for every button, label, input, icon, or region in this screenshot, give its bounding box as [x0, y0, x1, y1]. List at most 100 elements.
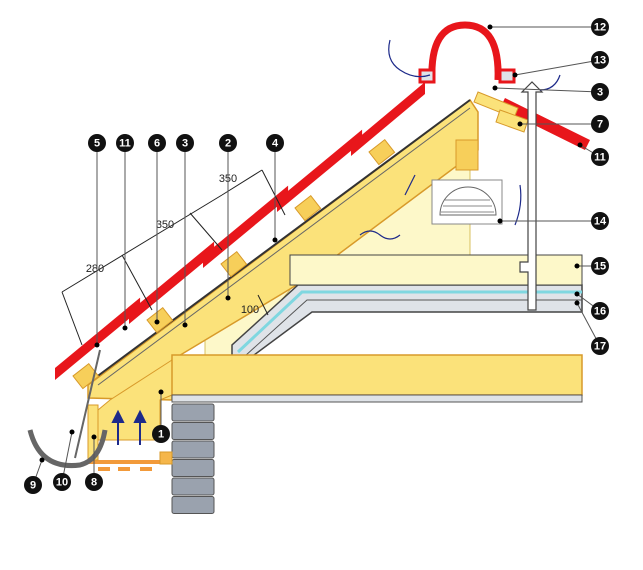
ceiling-beam — [171, 354, 583, 396]
leader-dot — [497, 218, 503, 224]
wall-plate — [159, 451, 173, 465]
leader-dot — [69, 429, 75, 435]
roof-tile — [55, 297, 141, 380]
leader-dot — [512, 72, 518, 78]
leader-dot — [122, 325, 128, 331]
brick — [171, 477, 215, 496]
airflow-arrows — [111, 39, 561, 445]
ceiling-layers — [231, 284, 583, 359]
callout-number: 5 — [94, 138, 100, 150]
callout-number: 3 — [182, 138, 188, 150]
callout-marker — [24, 476, 42, 494]
leader-dot — [574, 291, 580, 297]
callout-marker — [148, 134, 166, 152]
leader-dot — [225, 295, 231, 301]
leader-dot — [492, 85, 498, 91]
brick — [171, 496, 215, 514]
brick — [171, 459, 215, 477]
callout-marker — [591, 302, 609, 320]
callout-number: 7 — [597, 119, 603, 131]
gutter — [27, 429, 108, 469]
soffit — [88, 460, 168, 464]
tile-batten — [146, 306, 174, 334]
callout-marker — [591, 115, 609, 133]
callout-marker — [152, 425, 170, 443]
leader-dot — [574, 300, 580, 306]
callout-marker — [591, 83, 609, 101]
leader-dot — [517, 121, 523, 127]
layer-line — [244, 299, 582, 357]
tile-battens — [72, 138, 396, 390]
callout-marker — [116, 134, 134, 152]
dimension-lines — [61, 169, 286, 346]
leader-dot — [182, 322, 188, 328]
ridge-cap — [428, 21, 502, 81]
membrane-line — [97, 107, 471, 386]
brick-wall — [171, 403, 215, 514]
roof-tile — [277, 129, 363, 212]
callout-number: 4 — [272, 138, 279, 150]
tile-batten — [220, 250, 248, 278]
callout-marker — [591, 212, 609, 230]
leader-dot — [577, 142, 583, 148]
leader-dot — [574, 263, 580, 269]
roof-tile — [129, 241, 215, 324]
roof-tiles — [55, 82, 425, 380]
callout-number: 10 — [56, 477, 68, 489]
leader-dot — [272, 237, 278, 243]
leader-dot — [487, 24, 493, 30]
tile-batten — [368, 138, 396, 166]
callout-number: 14 — [594, 216, 607, 228]
callout-number: 11 — [594, 152, 606, 164]
brick — [171, 440, 215, 459]
vent-pipe — [519, 81, 544, 311]
callout-marker — [85, 473, 103, 491]
callout-marker — [591, 257, 609, 275]
leader-dot — [39, 457, 45, 463]
callout-number: 11 — [119, 138, 131, 150]
leader-dot — [91, 434, 97, 440]
ridge-post — [455, 139, 479, 171]
dimension-label: 100 — [241, 304, 259, 316]
callout-number: 2 — [225, 138, 231, 150]
soffit-vents — [98, 467, 152, 471]
ridge-clip-right — [498, 68, 516, 84]
callout-marker — [591, 18, 609, 36]
callout-number: 9 — [30, 480, 36, 492]
leader-line — [514, 59, 601, 76]
callout-number: 17 — [594, 341, 606, 353]
leader-dot — [158, 389, 164, 395]
callout-marker — [88, 134, 106, 152]
dimension-label: 350 — [156, 219, 174, 231]
callout-number: 6 — [154, 138, 160, 150]
callout-number: 1 — [158, 429, 164, 441]
callout-marker — [591, 148, 609, 166]
leader-dot — [94, 342, 100, 348]
callout-number: 15 — [594, 261, 606, 273]
callout-marker — [53, 473, 71, 491]
callout-number: 3 — [597, 87, 603, 99]
tile-batten — [72, 362, 100, 390]
callout-number: 16 — [594, 306, 606, 318]
roof-tile — [203, 185, 289, 268]
brick — [171, 422, 215, 440]
callout-marker — [591, 51, 609, 69]
callout-marker — [176, 134, 194, 152]
gutter-bracket — [74, 349, 101, 459]
callout-marker — [591, 337, 609, 355]
vapour-barrier — [236, 290, 582, 354]
ceiling-board — [171, 394, 583, 403]
insulation-slab — [289, 254, 583, 286]
leader-line — [494, 87, 601, 93]
brick — [171, 403, 215, 422]
leader-dot — [154, 319, 160, 325]
roof-tile — [351, 82, 425, 156]
callout-marker — [266, 134, 284, 152]
tile-batten — [294, 194, 322, 222]
callout-number: 12 — [594, 22, 606, 34]
dimension-label: 280 — [86, 263, 104, 275]
callout-marker — [219, 134, 237, 152]
callout-number: 8 — [91, 477, 97, 489]
